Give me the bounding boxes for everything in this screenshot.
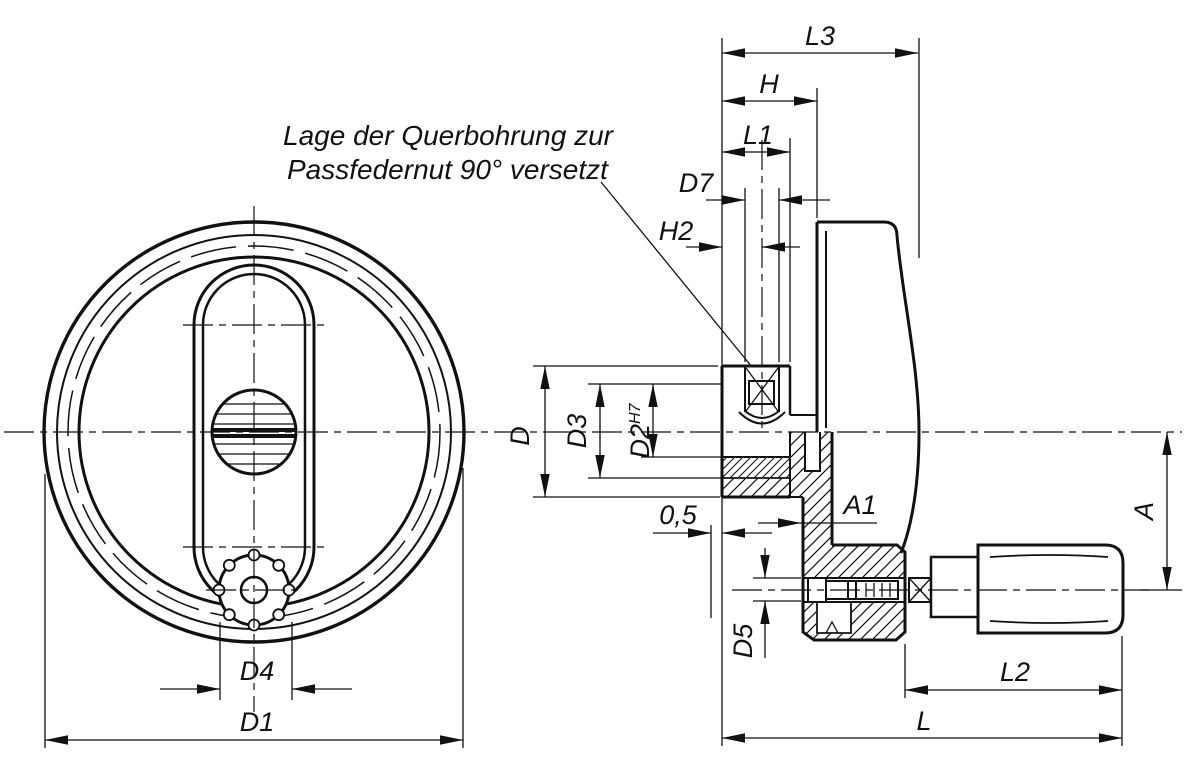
annotation-line-2: Passfedernut 90° versetzt [287, 154, 609, 185]
dim-label-d5: D5 [728, 623, 758, 658]
dim-label-l3: L3 [805, 21, 835, 51]
dim-label-h: H [759, 69, 779, 99]
dim-label-l2: L2 [1000, 657, 1030, 687]
annotation-leader-line [600, 181, 753, 368]
dim-label-d3: D3 [562, 414, 592, 449]
dim-label-d7: D7 [679, 168, 714, 198]
dim-label-gap: 0,5 [659, 500, 698, 530]
rim-profile [815, 220, 921, 554]
dim-label-d4: D4 [240, 656, 275, 686]
dim-label-h2: H2 [659, 216, 694, 246]
dim-label-l: L [916, 706, 931, 736]
side-view [720, 220, 1125, 642]
grip-handle [908, 543, 1125, 635]
dim-label-l1: L1 [743, 120, 773, 150]
web-and-keyway [790, 432, 834, 545]
dim-label-a: A [1129, 502, 1159, 522]
dim-label-d1: D1 [240, 707, 275, 737]
handle-boss [801, 497, 907, 642]
dimension-arrows [45, 48, 1172, 745]
dim-label-d: D [505, 426, 535, 446]
annotation: Lage der Querbohrung zur Passfedernut 90… [283, 120, 753, 368]
dim-label-d2: D2H7 [625, 402, 655, 458]
annotation-line-1: Lage der Querbohrung zur [283, 120, 615, 151]
centerlines [4, 140, 1182, 712]
section-hatching [722, 432, 905, 640]
dimension-layer: L3 H L1 D7 H2 D D3 D2H7 A1 0,5 D5 A L2 L… [44, 21, 1182, 748]
extension-lines [44, 38, 1182, 748]
dim-label-a1: A1 [841, 490, 876, 520]
